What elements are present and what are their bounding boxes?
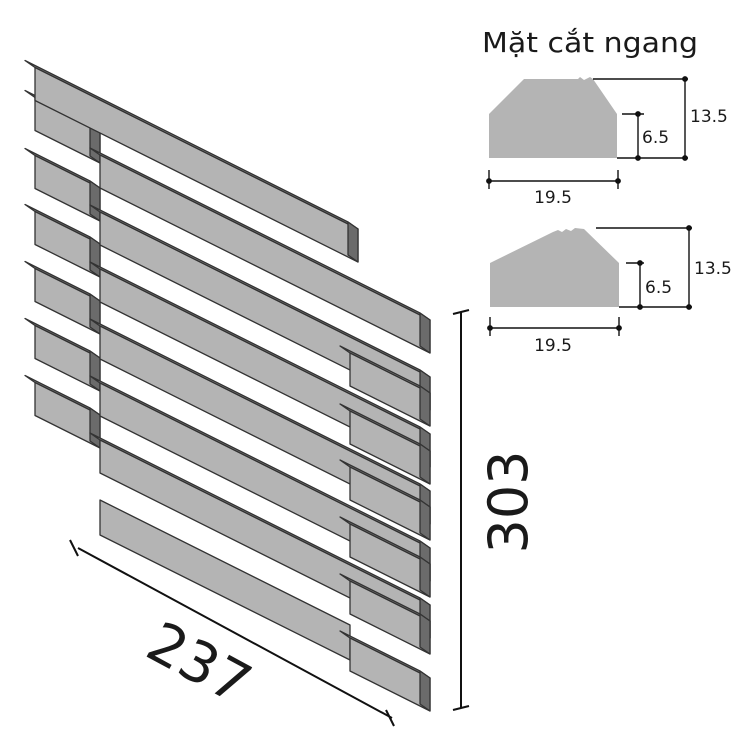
front-bar-2-end-face (419, 312, 431, 354)
cross-section-pitched: 13.5 6.5 19.5 (487, 225, 732, 356)
back-bar-left-6-end-face (89, 407, 101, 449)
width-dimension-tick-left (69, 539, 79, 557)
back-bar-right-1-end-face (419, 385, 431, 427)
front-bar-1-end-face (347, 221, 359, 263)
section-b-total-height: 13.5 (694, 259, 732, 279)
height-dimension: 303 (452, 309, 540, 711)
width-dimension-label: 237 (136, 610, 261, 718)
back-bar-left-3-end-face (89, 236, 101, 278)
back-bar-right-4-end-face (419, 556, 431, 598)
section-title: Mặt cắt ngang (482, 26, 698, 59)
height-dimension-label: 303 (477, 450, 540, 553)
back-bar-right-5-end-face (419, 613, 431, 655)
back-bar-right-6-end-face (419, 670, 431, 712)
back-bar-left-2-end-face (89, 180, 101, 222)
height-dimension-tick-top (452, 309, 470, 315)
section-b-side-height: 6.5 (645, 278, 672, 298)
back-bar-left-4-end-face (89, 293, 101, 335)
section-a-width: 19.5 (534, 188, 572, 208)
height-dimension-tick-bottom (452, 705, 470, 711)
back-bar-right-6-front-face (349, 637, 431, 712)
width-dimension-tick-right (385, 709, 395, 727)
section-a-side-height: 6.5 (642, 128, 669, 148)
tile-mosaic-drawing (24, 59, 431, 712)
back-bar-left-5-end-face (89, 350, 101, 392)
section-a-profile (489, 77, 617, 158)
section-b-profile (490, 228, 619, 307)
section-a-total-height: 13.5 (690, 107, 728, 127)
cross-section-bevelled: 13.5 6.5 19.5 (486, 76, 728, 208)
width-dimension-line (77, 547, 393, 719)
section-b-width: 19.5 (534, 336, 572, 356)
back-bar-right-3-end-face (419, 499, 431, 541)
back-bar-right-2-end-face (419, 443, 431, 485)
